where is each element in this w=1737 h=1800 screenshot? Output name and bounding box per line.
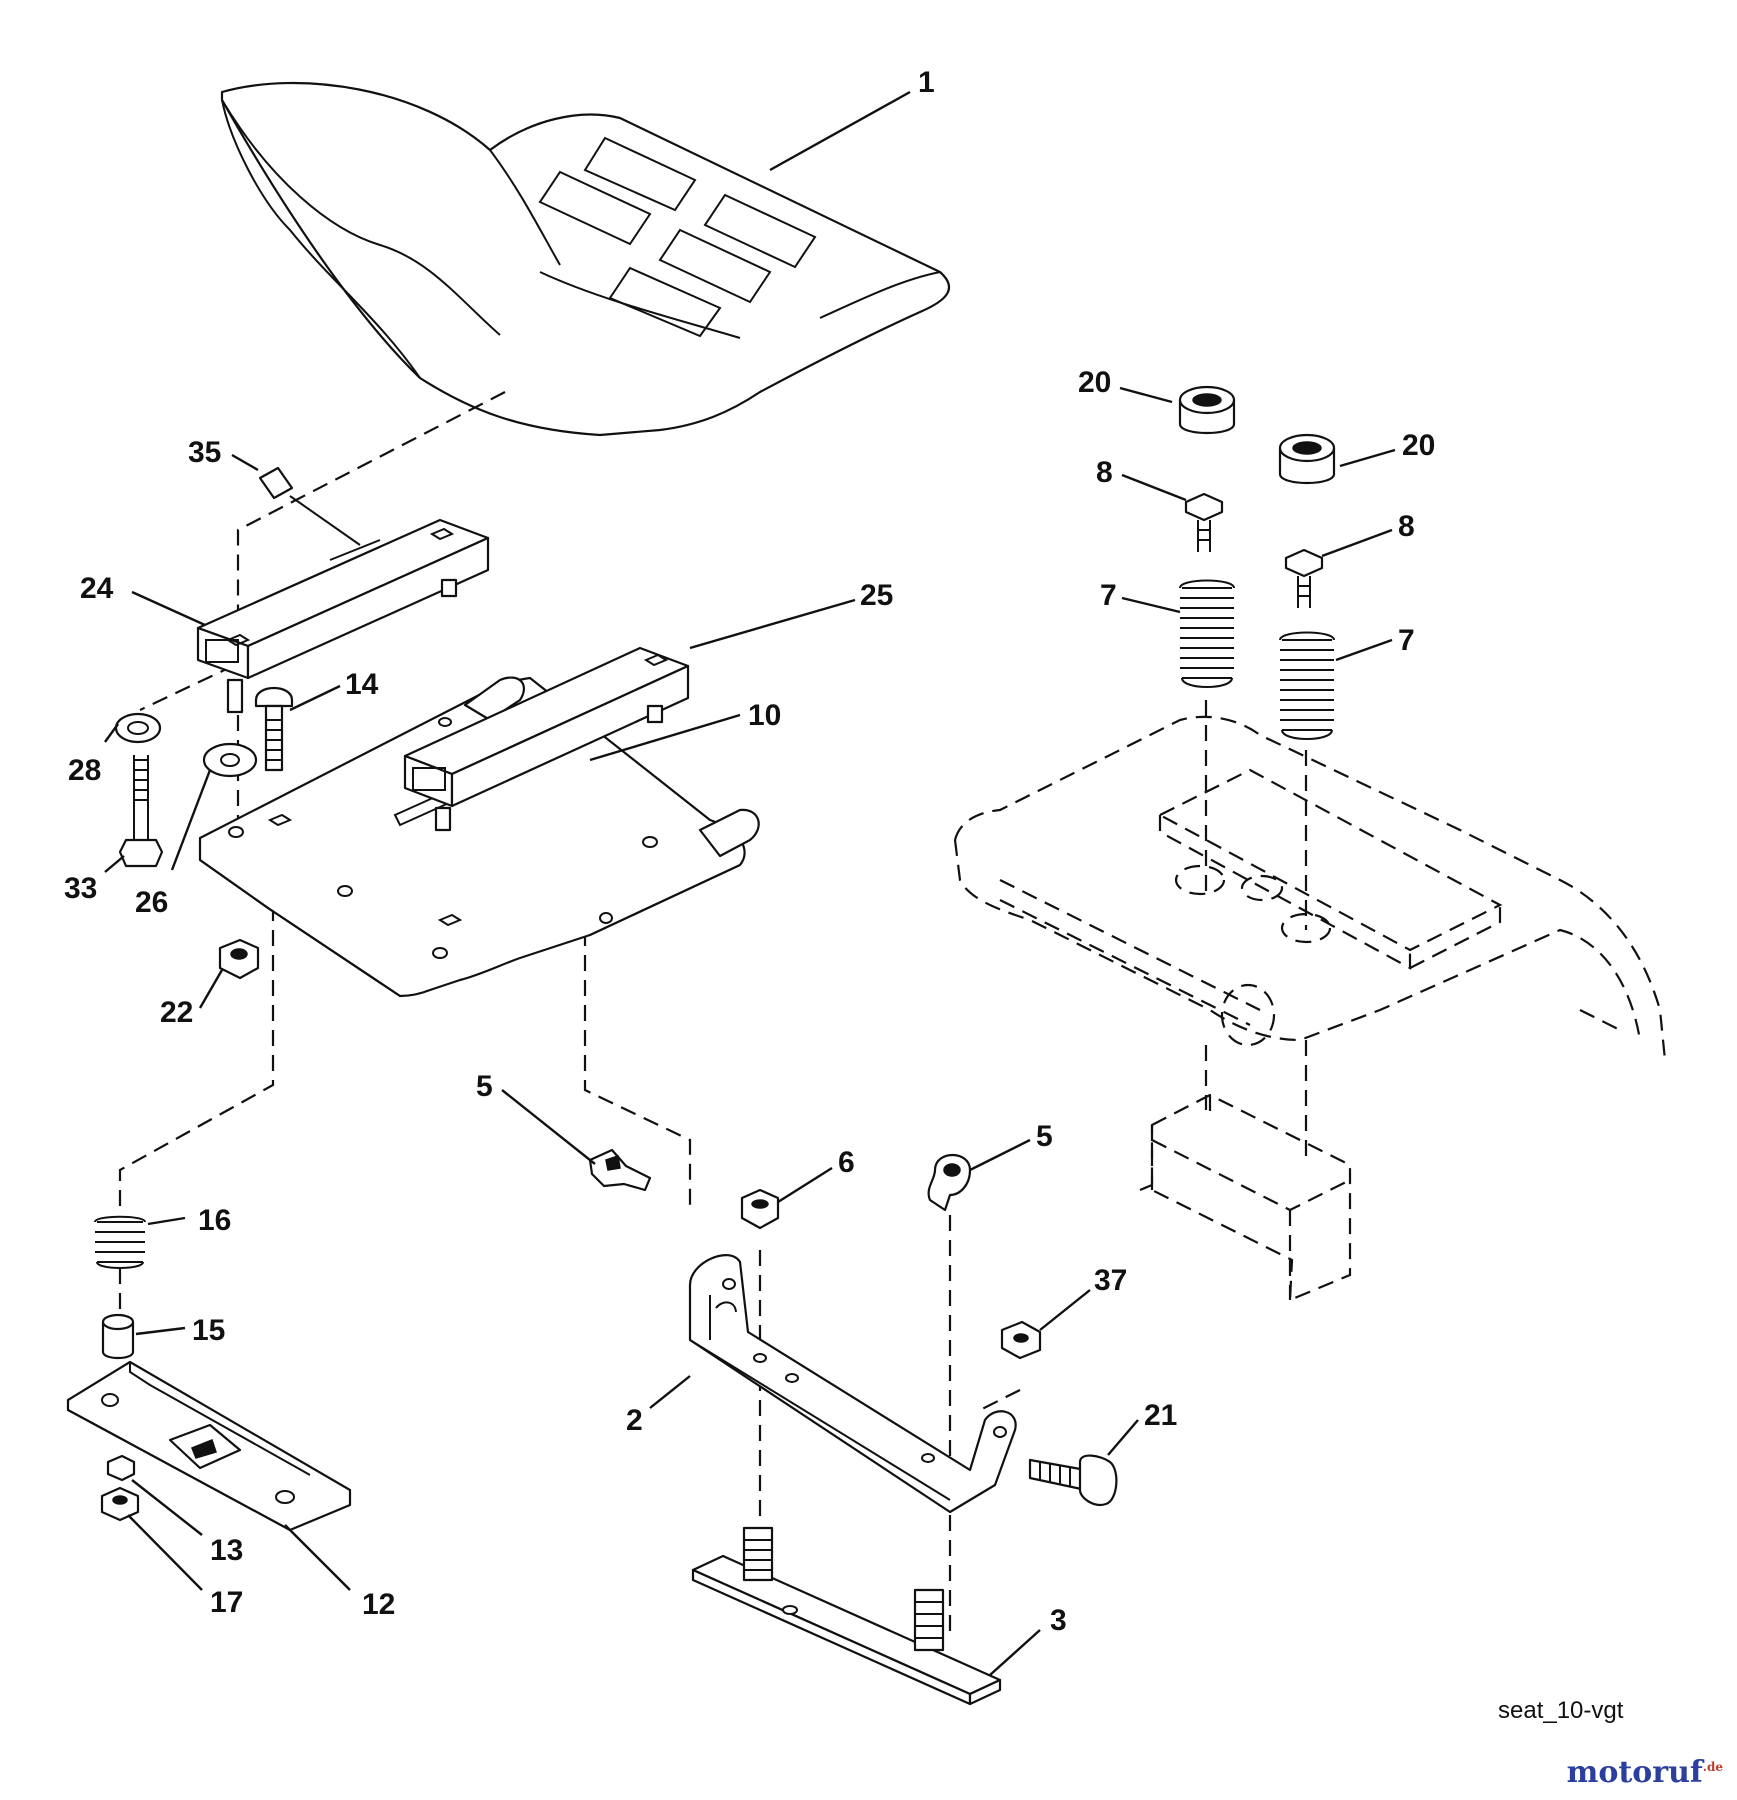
callout-17: 17 [210, 1586, 243, 1619]
actuator-pin [258, 466, 361, 546]
callout-26: 26 [135, 886, 168, 919]
spacer-20-left [1178, 385, 1236, 434]
callout-8: 8 [1398, 510, 1415, 543]
callout-20: 20 [1078, 366, 1111, 399]
leader-lines [104, 90, 1396, 1676]
diagram-caption: seat_10-vgt [1498, 1697, 1624, 1724]
bolt-8-right [1284, 548, 1324, 608]
callout-12: 12 [362, 1588, 395, 1621]
seat-part [220, 81, 951, 437]
shoulder-bolt-21 [1028, 1454, 1118, 1506]
watermark-logo: motoruf.de [1567, 1755, 1723, 1790]
callout-5: 5 [1036, 1120, 1053, 1153]
callout-1: 1 [918, 66, 935, 99]
spring-bracket-12 [66, 1360, 352, 1532]
seat-base-plate [198, 676, 760, 998]
tractor-body-outline [953, 700, 1667, 1302]
watermark-text: motoruf [1566, 1755, 1703, 1790]
callout-24: 24 [80, 572, 114, 605]
callout-7: 7 [1398, 624, 1415, 657]
callout-6: 6 [838, 1146, 855, 1179]
callout-37: 37 [1094, 1264, 1127, 1297]
callout-33: 33 [64, 872, 97, 905]
callout-13: 13 [210, 1534, 243, 1567]
callout-28: 28 [68, 754, 101, 787]
spring-16 [94, 1215, 146, 1269]
washer-26 [202, 742, 258, 778]
nut-13 [106, 1454, 136, 1482]
spacer-15 [101, 1313, 135, 1360]
callout-2: 2 [626, 1404, 643, 1437]
nut-22 [218, 938, 260, 980]
callout-8: 8 [1096, 456, 1113, 489]
spring-7-right [1279, 631, 1335, 740]
callout-22: 22 [160, 996, 193, 1029]
left-seat-rail [196, 518, 490, 714]
bolt-33 [118, 755, 164, 868]
right-seat-rail [403, 646, 690, 832]
nut-37 [1000, 1320, 1042, 1360]
carriage-bolt-14 [254, 687, 294, 772]
nut-6 [740, 1188, 780, 1230]
callout-25: 25 [860, 579, 893, 612]
callout-16: 16 [198, 1204, 231, 1237]
callout-15: 15 [192, 1314, 225, 1347]
callout-20: 20 [1402, 429, 1435, 462]
washer-28 [114, 712, 162, 744]
spring-7-left [1179, 579, 1235, 688]
callout-35: 35 [188, 436, 221, 469]
bolt-8-left [1184, 492, 1224, 552]
callout-14: 14 [345, 668, 379, 701]
stud-plate-3 [691, 1526, 1002, 1706]
watermark-tld: .de [1702, 1760, 1723, 1774]
nut-17 [100, 1486, 140, 1522]
callout-21: 21 [1144, 1399, 1177, 1432]
clip-5-right [927, 1154, 972, 1212]
callout-3: 3 [1050, 1604, 1067, 1637]
callout-5: 5 [476, 1070, 493, 1103]
callout-labels: 1 20 20 35 8 8 24 25 7 7 14 10 28 33 26 … [64, 66, 1435, 1637]
callout-7: 7 [1100, 579, 1117, 612]
callout-10: 10 [748, 699, 781, 732]
spacer-20-right [1278, 433, 1336, 484]
pivot-bracket-2 [688, 1254, 1017, 1514]
clip-5-left [588, 1148, 652, 1192]
